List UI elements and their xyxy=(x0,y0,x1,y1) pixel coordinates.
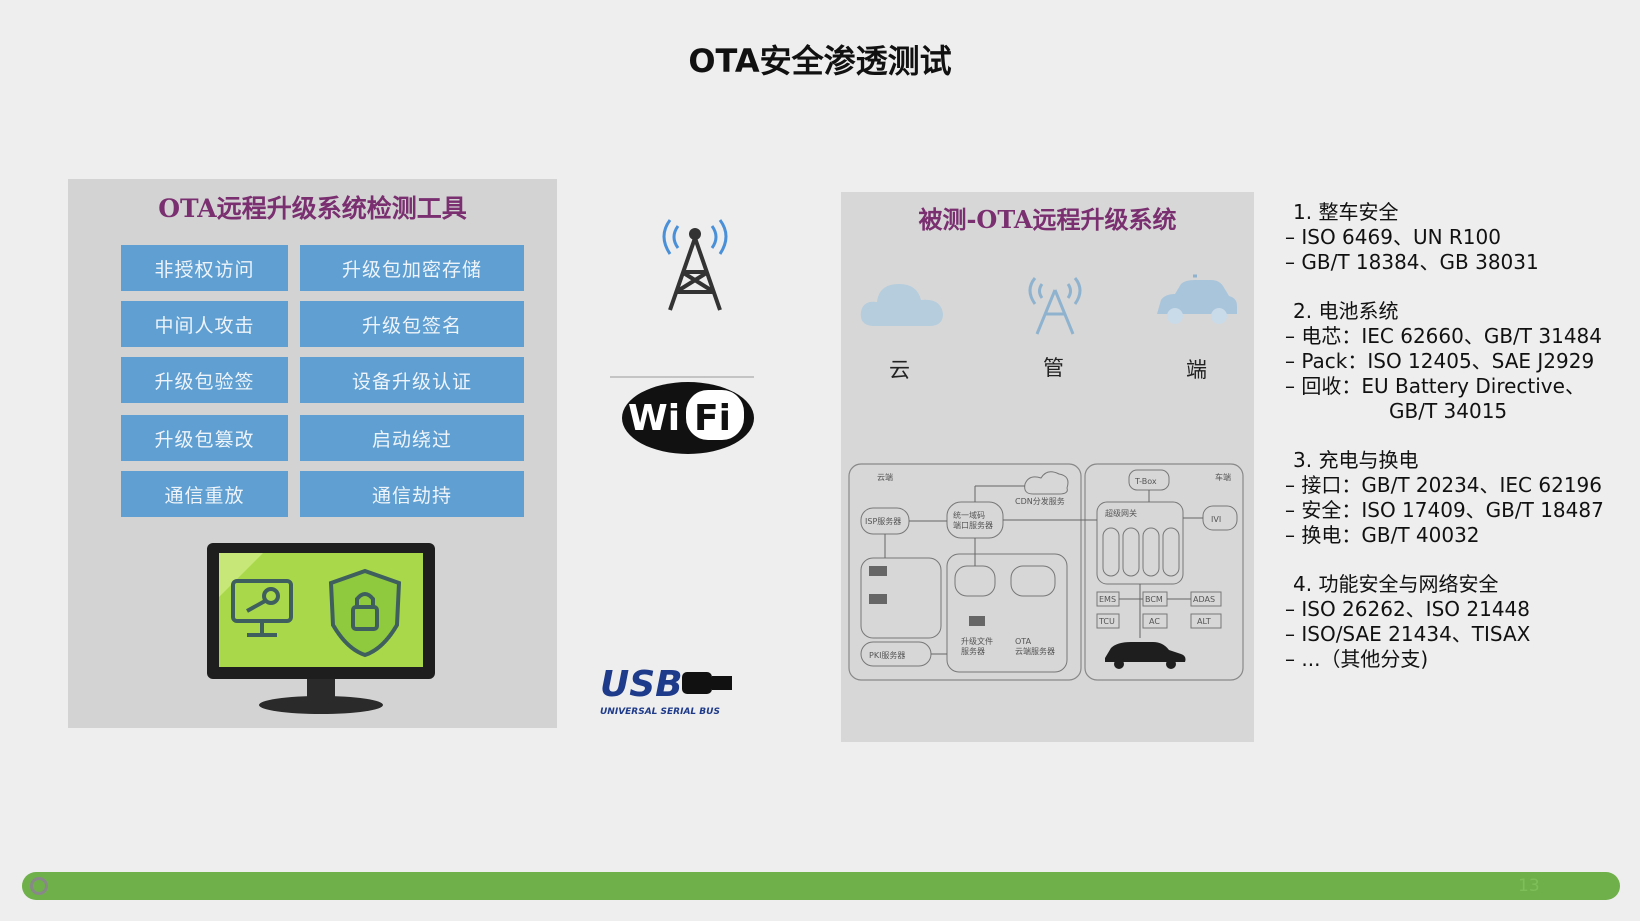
standards-item: – ...（其他分支) xyxy=(1285,647,1635,672)
slide-title: OTA安全渗透测试 xyxy=(688,42,952,80)
bullet-dash: – xyxy=(1285,498,1302,522)
tool-panel: OTA远程升级系统检测工具 非授权访问 升级包加密存储 中间人攻击 升级包签名 … xyxy=(68,179,557,728)
standards-item-text: 换电：GB/T 40032 xyxy=(1301,523,1480,547)
arch-cloud-zone-label: 云端 xyxy=(877,472,893,482)
bullet-dash: – xyxy=(1285,225,1302,249)
bullet-dash: – xyxy=(1285,647,1302,671)
bullet-dash: – xyxy=(1285,349,1302,373)
standards-item-text: 电芯：IEC 62660、GB/T 31484 xyxy=(1301,324,1602,348)
standards-item: – 换电：GB/T 40032 xyxy=(1285,523,1635,548)
standards-item-text: 安全：ISO 17409、GB/T 18487 xyxy=(1301,498,1604,522)
arch-ems: EMS xyxy=(1099,595,1116,604)
arch-isp-server: ISP服务器 xyxy=(865,516,901,526)
tool-panel-title: OTA远程升级系统检测工具 xyxy=(158,194,467,223)
usb-logo-subtext: UNIVERSAL SERIAL BUS xyxy=(600,707,720,717)
bullet-dash: – xyxy=(1285,523,1302,547)
standards-item-text: GB/T 18384、GB 38031 xyxy=(1301,250,1539,274)
usb-logo-icon: USB UNIVERSAL SERIAL BUS xyxy=(600,664,732,717)
tool-btn-package-verify[interactable]: 升级包验签 xyxy=(121,357,288,403)
bullet-dash: – xyxy=(1285,374,1302,398)
standards-item-text: ...（其他分支) xyxy=(1301,647,1429,671)
system-panel: 被测-OTA远程升级系统 云 管 端 云端 车端 ISP服务器 统一域码端口服务… xyxy=(841,192,1254,742)
arch-tbox: T-Box xyxy=(1134,477,1157,486)
tool-btn-mitm-attack[interactable]: 中间人攻击 xyxy=(121,301,288,347)
standards-item: – Pack：ISO 12405、SAE J2929 xyxy=(1285,349,1635,374)
arch-vehicle-zone-label: 车端 xyxy=(1215,472,1231,482)
arch-portal-server: 统一域码端口服务器 xyxy=(953,510,993,530)
cellular-tower-icon xyxy=(662,219,728,311)
standards-item: – ISO/SAE 21434、TISAX xyxy=(1285,622,1635,647)
standards-item: – 回收：EU Battery Directive、 xyxy=(1285,374,1635,399)
standards-item: – 接口：GB/T 20234、IEC 62196 xyxy=(1285,473,1635,498)
standards-item: – 安全：ISO 17409、GB/T 18487 xyxy=(1285,498,1635,523)
label-pipe: 管 xyxy=(1043,356,1064,380)
standards-item: – ISO 6469、UN R100 xyxy=(1285,225,1635,250)
wifi-logo-icon: Wi Fi xyxy=(622,382,754,454)
bullet-dash: – xyxy=(1285,622,1302,646)
bullet-dash: – xyxy=(1285,473,1302,497)
arch-ivi: IVI xyxy=(1211,515,1221,524)
arch-cdn: CDN分发服务 xyxy=(1015,496,1065,506)
tool-btn-boot-bypass[interactable]: 启动绕过 xyxy=(300,415,524,461)
standards-group-heading: 1. 整车安全 xyxy=(1293,200,1399,224)
bullet-dash: – xyxy=(1285,250,1302,274)
svg-text:Fi: Fi xyxy=(694,398,731,439)
wifi-logo-text: Wi xyxy=(628,398,680,439)
standards-group: 3. 充电与换电– 接口：GB/T 20234、IEC 62196– 安全：IS… xyxy=(1285,448,1635,548)
tool-btn-unauthorized-access[interactable]: 非授权访问 xyxy=(121,245,288,291)
footer-ring-icon xyxy=(30,877,48,895)
arch-adas: ADAS xyxy=(1193,595,1215,604)
standards-item-continuation: GB/T 34015 xyxy=(1389,399,1508,423)
tool-btn-package-signature[interactable]: 升级包签名 xyxy=(300,301,524,347)
standards-item-text: ISO/SAE 21434、TISAX xyxy=(1301,622,1531,646)
tool-btn-package-encrypted-storage[interactable]: 升级包加密存储 xyxy=(300,245,524,291)
standards-group: 4. 功能安全与网络安全– ISO 26262、ISO 21448– ISO/S… xyxy=(1285,572,1635,672)
usb-logo-text: USB xyxy=(600,664,683,705)
bullet-dash: – xyxy=(1285,597,1302,621)
bullet-dash: – xyxy=(1285,324,1302,348)
page-number: 13 xyxy=(1518,876,1540,896)
tool-btn-comm-replay[interactable]: 通信重放 xyxy=(121,471,288,517)
arch-pki-server: PKI服务器 xyxy=(869,650,905,660)
security-monitor-icon xyxy=(207,543,435,714)
wifi-divider xyxy=(610,376,754,378)
arch-alt: ALT xyxy=(1197,617,1211,626)
label-end: 端 xyxy=(1186,358,1207,382)
arch-tcu: TCU xyxy=(1098,617,1115,626)
arch-gateway: 超级网关 xyxy=(1105,508,1137,518)
standards-item: – 电芯：IEC 62660、GB/T 31484 xyxy=(1285,324,1635,349)
standards-group-heading: 2. 电池系统 xyxy=(1293,299,1399,323)
standards-item-text: ISO 6469、UN R100 xyxy=(1301,225,1501,249)
vehicle-icon xyxy=(1157,274,1237,324)
arch-bcm: BCM xyxy=(1145,595,1163,604)
standards-item-text: ISO 26262、ISO 21448 xyxy=(1301,597,1530,621)
standards-group: 1. 整车安全– ISO 6469、UN R100– GB/T 18384、GB… xyxy=(1285,200,1635,275)
standards-item-text: 回收：EU Battery Directive、 xyxy=(1301,374,1585,398)
tool-btn-package-tampering[interactable]: 升级包篡改 xyxy=(121,415,288,461)
standards-item-text: 接口：GB/T 20234、IEC 62196 xyxy=(1301,473,1602,497)
system-panel-title: 被测-OTA远程升级系统 xyxy=(918,205,1177,234)
arch-ac: AC xyxy=(1149,617,1160,626)
standards-item: – ISO 26262、ISO 21448 xyxy=(1285,597,1635,622)
tool-btn-device-upgrade-auth[interactable]: 设备升级认证 xyxy=(300,357,524,403)
standards-list: 1. 整车安全– ISO 6469、UN R100– GB/T 18384、GB… xyxy=(1285,200,1635,696)
standards-item: – GB/T 18384、GB 38031 xyxy=(1285,250,1635,275)
network-tower-icon xyxy=(1028,277,1082,335)
standards-group: 2. 电池系统– 电芯：IEC 62660、GB/T 31484– Pack：I… xyxy=(1285,299,1635,424)
tool-btn-comm-hijack[interactable]: 通信劫持 xyxy=(300,471,524,517)
ota-architecture-diagram: 云端 车端 ISP服务器 统一域码端口服务器 CDN分发服务 升级文件服务器 O… xyxy=(848,463,1244,681)
standards-group-heading: 3. 充电与换电 xyxy=(1293,448,1419,472)
footer-bar: 13 xyxy=(22,872,1620,900)
arch-release-server: 升级文件服务器 xyxy=(961,636,993,656)
label-cloud: 云 xyxy=(889,358,910,382)
standards-item-text: Pack：ISO 12405、SAE J2929 xyxy=(1301,349,1595,373)
cloud-icon xyxy=(860,284,943,326)
standards-group-heading: 4. 功能安全与网络安全 xyxy=(1293,572,1499,596)
